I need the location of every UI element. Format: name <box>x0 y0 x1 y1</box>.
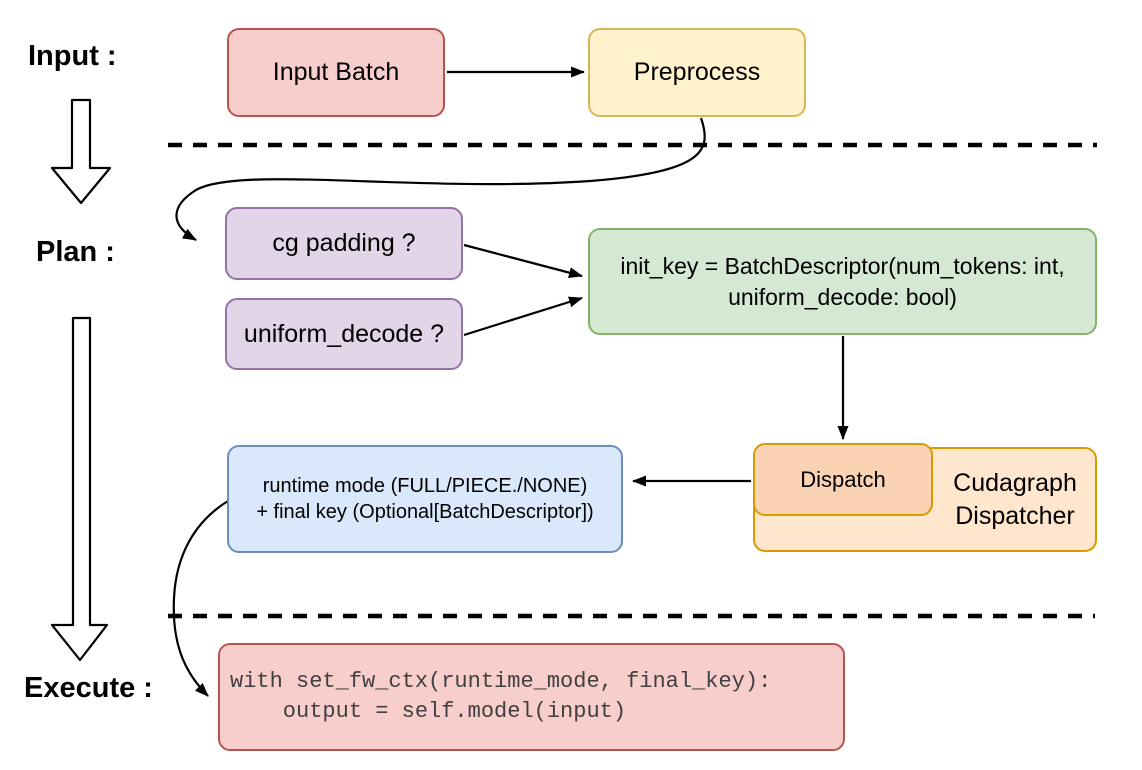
stage-label-execute: Execute : <box>24 672 153 704</box>
node-uniform-decode: uniform_decode ? <box>225 298 463 370</box>
node-cudagraph-dispatcher-label: Cudagraph Dispatcher <box>933 447 1097 552</box>
arrow-runtimemode-to-execute <box>172 500 229 697</box>
execute-code-line1: with set_fw_ctx(runtime_mode, final_key)… <box>230 668 772 694</box>
node-init-key-line2: uniform_decode: bool) <box>728 283 957 310</box>
node-preprocess: Preprocess <box>588 28 806 117</box>
node-dispatch-label: Dispatch <box>800 466 886 492</box>
node-init-key-line1: init_key = BatchDescriptor(num_tokens: i… <box>620 253 1065 280</box>
node-cg-padding-label: cg padding ? <box>272 229 416 257</box>
node-runtime-mode-line1: runtime mode (FULL/PIECE./NONE) <box>262 474 588 497</box>
node-preprocess-label: Preprocess <box>633 58 761 86</box>
arrow-uniformdecode-to-initkey <box>463 296 583 337</box>
node-dispatch: Dispatch <box>753 443 933 516</box>
stage-label-plan: Plan : <box>36 236 115 268</box>
stage-arrow-input-to-plan <box>50 98 112 205</box>
execute-code-line2: output = self.model(input) <box>230 699 627 724</box>
node-init-key: init_key = BatchDescriptor(num_tokens: i… <box>588 228 1097 335</box>
node-input-batch-label: Input Batch <box>272 58 400 86</box>
stage-label-input: Input : <box>28 40 117 72</box>
arrow-preprocess-to-cgpadding <box>175 117 706 241</box>
stage-arrow-plan-to-execute <box>50 316 109 662</box>
node-runtime-mode: runtime mode (FULL/PIECE./NONE) + final … <box>227 445 623 553</box>
node-input-batch: Input Batch <box>227 28 445 117</box>
node-execute-code: with set_fw_ctx(runtime_mode, final_key)… <box>218 643 845 751</box>
cudagraph-label-line1: Cudagraph <box>953 469 1077 497</box>
arrow-cgpadding-to-initkey <box>463 243 583 279</box>
cudagraph-label-line2: Dispatcher <box>955 501 1075 530</box>
node-runtime-mode-line2: + final key (Optional[BatchDescriptor]) <box>256 501 594 523</box>
node-uniform-decode-label: uniform_decode ? <box>243 319 445 348</box>
node-cg-padding: cg padding ? <box>225 207 463 280</box>
